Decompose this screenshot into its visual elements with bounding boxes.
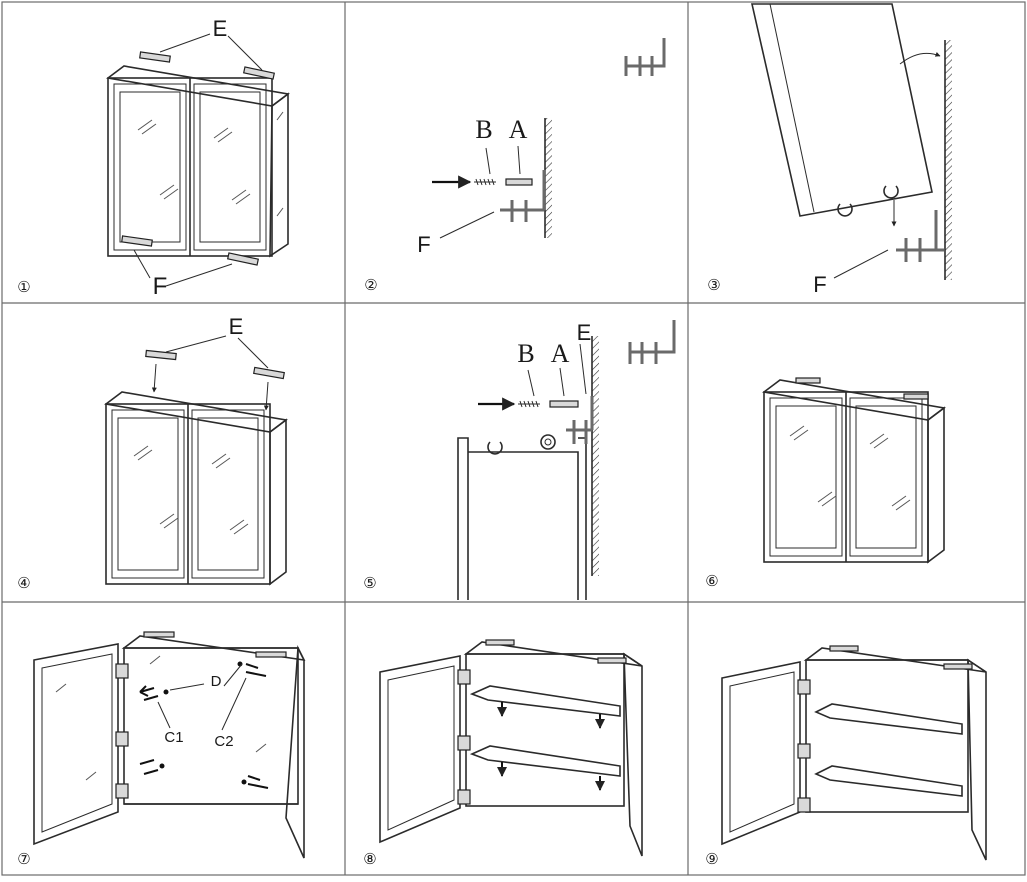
- panel-8: ⑧: [363, 639, 643, 868]
- arrow-down-icon: [263, 381, 269, 411]
- cabinet-closed: [104, 391, 288, 586]
- panel-2: B A F ②: [364, 38, 666, 294]
- label-b: B: [475, 115, 492, 144]
- step-number: ①: [17, 280, 30, 296]
- label-e: E: [577, 320, 592, 345]
- panel-6: ⑥: [705, 377, 946, 590]
- wall-hatch-icon: [592, 336, 599, 576]
- arrow-down-icon: [151, 363, 157, 393]
- cabinet-side-section: [457, 437, 587, 600]
- label-e: E: [229, 314, 244, 339]
- panel-3: F ③: [707, 3, 952, 297]
- screw-b: [518, 400, 540, 408]
- step-number: ⑦: [17, 852, 30, 868]
- bracket-e-right: [253, 366, 285, 380]
- cabinet-open-shelves: [379, 639, 643, 857]
- step-number: ②: [364, 278, 377, 294]
- step-number: ⑥: [705, 574, 718, 590]
- bracket-f-right: [226, 252, 260, 266]
- cabinet-tilted: [750, 3, 933, 217]
- screw-b: [474, 178, 496, 186]
- bracket-icon: [896, 210, 944, 262]
- step-number: ⑤: [363, 576, 376, 592]
- cabinet-installed: [762, 377, 946, 564]
- step-number: ④: [17, 576, 30, 592]
- label-f: F: [417, 232, 430, 257]
- anchor-a: [505, 178, 533, 186]
- glass-shelf-upper: [814, 703, 963, 735]
- label-b: B: [517, 339, 534, 368]
- label-d: D: [211, 673, 222, 690]
- bracket-icon-detail: [624, 38, 666, 76]
- wall-hatch-icon: [945, 40, 952, 280]
- curved-arrow-icon: [899, 52, 941, 65]
- panel-4: E ④: [17, 314, 288, 592]
- glass-shelf-lower: [469, 745, 621, 777]
- label-c1: C1: [164, 729, 183, 746]
- panel-9: ⑨: [705, 645, 987, 868]
- bracket-icon: [500, 170, 546, 222]
- cabinet-closed: [106, 65, 290, 258]
- bracket-f-left: [121, 235, 153, 247]
- label-c2: C2: [214, 733, 233, 750]
- cabinet-open-finished: [721, 645, 987, 861]
- cabinet-open: [33, 631, 306, 859]
- label-a: A: [551, 339, 570, 368]
- step-number: ⑧: [363, 852, 376, 868]
- label-f: F: [813, 272, 826, 297]
- wall-hatch-icon: [545, 118, 552, 238]
- panel-7: D C1 C2 ⑦: [17, 631, 306, 868]
- glass-shelf-upper: [469, 685, 621, 717]
- label-e: E: [213, 16, 228, 41]
- bracket-icon-detail: [628, 320, 676, 364]
- bracket-e-left: [139, 51, 171, 63]
- bracket-e-right: [242, 66, 276, 80]
- label-a: A: [509, 115, 528, 144]
- step-number: ③: [707, 278, 720, 294]
- bracket-e-left: [145, 349, 177, 361]
- panel-5: B A E ⑤: [363, 320, 676, 600]
- label-f: F: [153, 273, 168, 300]
- step-number: ⑨: [705, 852, 718, 868]
- shelf-pin-arrows: [139, 661, 269, 789]
- bracket-icon: [566, 396, 594, 444]
- anchor-a: [549, 400, 579, 408]
- glass-shelf-lower: [814, 765, 963, 797]
- panel-1: E F ①: [17, 16, 290, 300]
